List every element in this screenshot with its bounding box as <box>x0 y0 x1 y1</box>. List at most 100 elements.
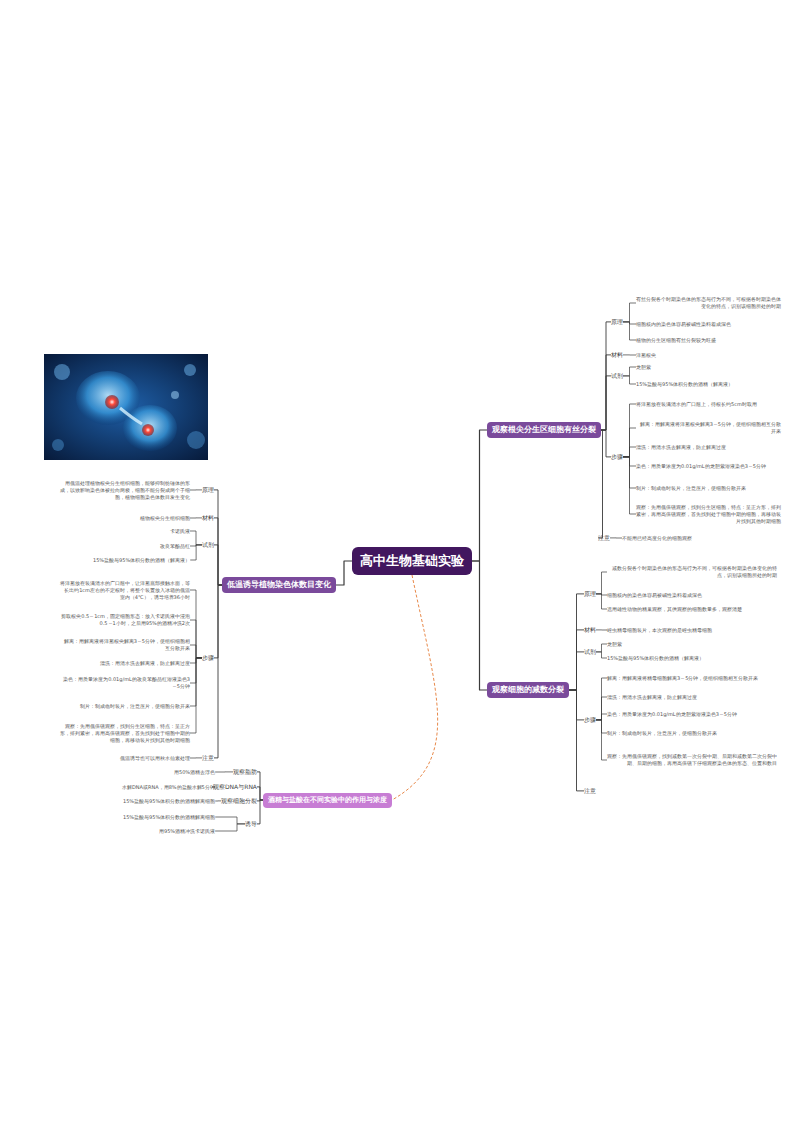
leaf-text: 用50%酒精去浮色 <box>174 768 215 777</box>
node-text: 原理 <box>584 590 596 598</box>
leaf-text: 用95%酒精冲洗卡诺氏液 <box>159 827 215 836</box>
node-text: 制片：制成临时装片，注意压片，使细胞分散开来 <box>80 703 190 710</box>
connector <box>596 572 607 594</box>
node-text: 漂洗：用清水洗去解离液，防止解离过度 <box>100 660 190 667</box>
subtopic-label: 诱导 <box>245 819 257 829</box>
node-text: 材料 <box>584 626 596 634</box>
node-text: 观察细胞分裂 <box>221 797 257 805</box>
leaf-text: 剪取根尖0.5～1cm，固定细胞形态：放入卡诺氏液中浸泡0.5～1小时，之后用9… <box>60 612 190 628</box>
leaf-text: 植物根尖分生组织细胞 <box>140 514 190 523</box>
node-text: 解离：用解离液将洋葱根尖解离3～5分钟，使组织细胞相互分散开来 <box>636 421 781 435</box>
leaf-text: 植物的分生区细胞有丝分裂较为旺盛 <box>636 336 716 345</box>
connector <box>601 322 611 430</box>
branch-topic: 观察根尖分生区细胞有丝分裂 <box>487 422 601 438</box>
connector <box>214 518 222 585</box>
subtopic-label: 观察DNA与RNA <box>213 782 257 792</box>
subtopic-label: 观察脂肪 <box>233 767 257 777</box>
leaf-text: 染色：用质量浓度为0.01g/mL的改良苯酚品红溶液染色3～5分钟 <box>60 675 190 691</box>
central-topic: 高中生物基础实验 <box>352 547 472 575</box>
connector <box>190 531 202 545</box>
subtopic-label: 注意 <box>598 533 610 543</box>
connector <box>623 457 636 514</box>
node-text: 原理 <box>202 486 214 494</box>
subtopic-label: 注意 <box>584 786 596 796</box>
node-text: 步骤 <box>202 654 214 662</box>
subtopic-label: 材料 <box>584 625 596 635</box>
leaf-text: 将洋葱放在装满清水的广口瓶中，让洋葱底部接触水面，等长出约1cm左右的不定根时，… <box>60 579 190 602</box>
node-text: 观察：先用低倍镜观察，找到分生区细胞，特点：呈正方形，排列紧密，再用高倍镜观察，… <box>60 723 190 744</box>
node-text: 15%盐酸与95%体积分数的酒精解离细胞 <box>123 814 215 821</box>
leaf-text: 细胞核内的染色体容易被碱性染料着成深色 <box>607 591 702 600</box>
node-text: 植物的分生区细胞有丝分裂较为旺盛 <box>636 337 716 344</box>
leaf-text: 观察：先用低倍镜观察，找到减数第一次分裂中期、后期和减数第二次分裂中期、后期的细… <box>607 752 777 768</box>
node-text: 剪取根尖0.5～1cm，固定细胞形态：放入卡诺氏液中浸泡0.5～1小时，之后用9… <box>60 613 190 627</box>
connector <box>610 537 622 538</box>
node-text: 染色：用质量浓度为0.01g/mL的改良苯酚品红溶液染色3～5分钟 <box>60 676 190 690</box>
connector <box>215 771 233 772</box>
node-text: 不能用已经高度分化的细胞观察 <box>622 535 692 542</box>
connector <box>596 678 607 720</box>
node-text: 用50%酒精去浮色 <box>174 769 215 776</box>
node-text: 水解DNA或RNA，用8%的盐酸水解5分钟 <box>122 784 215 791</box>
connector <box>623 303 636 322</box>
leaf-text: 洋葱根尖 <box>636 351 656 360</box>
connector <box>336 561 352 585</box>
leaf-text: 蝗虫精母细胞装片，本次观察的是蝗虫精母细胞 <box>607 626 712 635</box>
node-text: 蝗虫精母细胞装片，本次观察的是蝗虫精母细胞 <box>607 627 712 634</box>
connector <box>190 517 202 518</box>
node-text: 改良苯酚品红 <box>160 543 190 550</box>
connector <box>623 354 636 355</box>
leaf-text: 解离：用解离液将精母细胞解离3～5分钟，使组织细胞相互分散开来 <box>607 674 758 683</box>
connector <box>190 590 202 658</box>
connector <box>596 720 607 760</box>
connector <box>569 630 584 690</box>
leaf-text: 将洋葱放在装满清水的广口瓶上，待根长约5cm时取用 <box>636 400 757 409</box>
subtopic-label: 注意 <box>202 753 214 763</box>
leaf-text: 减数分裂各个时期染色体的形态与行为不同，可根据各时期染色体变化的特点，识别该细胞… <box>607 564 777 580</box>
connector <box>569 652 584 690</box>
cell-illustration <box>44 354 208 460</box>
node-text: 将洋葱放在装满清水的广口瓶中，让洋葱底部接触水面，等长出约1cm左右的不定根时，… <box>60 580 190 601</box>
branch-topic: 观察细胞的减数分裂 <box>487 682 569 698</box>
connector <box>598 430 603 538</box>
connector <box>215 800 221 801</box>
leaf-text: 低温诱导也可以用秋水仙素处理 <box>120 754 190 763</box>
leaf-text: 15%盐酸与95%体积分数的酒精（解离液） <box>607 654 704 663</box>
node-text: 观察：先用低倍镜观察，找到分生区细胞，特点：呈正方形，排列紧密，再用高倍镜观察，… <box>636 504 781 525</box>
leaf-text: 15%盐酸与95%体积分数的酒精（解离液） <box>93 556 190 565</box>
node-text: 酒精与盐酸在不同实验中的作用与浓度 <box>268 796 387 805</box>
leaf-text: 漂洗：用清水洗去解离液，防止解离过度 <box>636 443 726 452</box>
leaf-text: 龙胆紫 <box>636 363 651 372</box>
leaf-text: 水解DNA或RNA，用8%的盐酸水解5分钟 <box>122 783 215 792</box>
connector <box>214 585 222 758</box>
subtopic-label: 材料 <box>611 350 623 360</box>
subtopic-label: 试剂 <box>611 371 623 381</box>
leaf-text: 解离：用解离液将洋葱根尖解离3～5分钟，使组织细胞相互分散开来 <box>636 420 781 436</box>
connector <box>596 697 607 720</box>
node-text: 诱导 <box>245 820 257 828</box>
subtopic-label: 步骤 <box>202 653 214 663</box>
connector <box>623 367 636 376</box>
connector <box>601 355 611 430</box>
connector <box>596 714 607 720</box>
leaf-text: 染色：用质量浓度为0.01g/mL的龙胆紫溶液染色3～5分钟 <box>607 710 737 719</box>
connector <box>472 430 487 561</box>
connector <box>623 322 636 340</box>
leaf-text: 15%盐酸与95%体积分数的酒精解离细胞 <box>123 797 215 806</box>
connector <box>214 545 222 585</box>
subtopic-label: 试剂 <box>202 540 214 550</box>
node-text: 低温诱导也可以用秋水仙素处理 <box>120 755 190 762</box>
node-text: 选用雄性动物的精巢观察，其供观察的细胞数量多，观察清楚 <box>607 606 742 613</box>
connector <box>215 824 245 831</box>
node-text: 用95%酒精冲洗卡诺氏液 <box>159 828 215 835</box>
connector <box>623 376 636 384</box>
node-text: 龙胆紫 <box>636 364 651 371</box>
leaf-text: 15%盐酸与95%体积分数的酒精（解离液） <box>636 380 733 389</box>
node-text: 观察脂肪 <box>233 768 257 776</box>
leaf-text: 有丝分裂各个时期染色体的形态与行为不同，可根据各时期染色体变化的特点，识别该细胞… <box>636 295 781 311</box>
node-text: 用低温处理植物根尖分生组织细胞，能够抑制纺锤体的形成，以致影响染色体被拉向两极，… <box>60 480 190 501</box>
node-text: 洋葱根尖 <box>636 352 656 359</box>
leaf-text: 15%盐酸与95%体积分数的酒精解离细胞 <box>123 813 215 822</box>
subtopic-label: 材料 <box>202 513 214 523</box>
